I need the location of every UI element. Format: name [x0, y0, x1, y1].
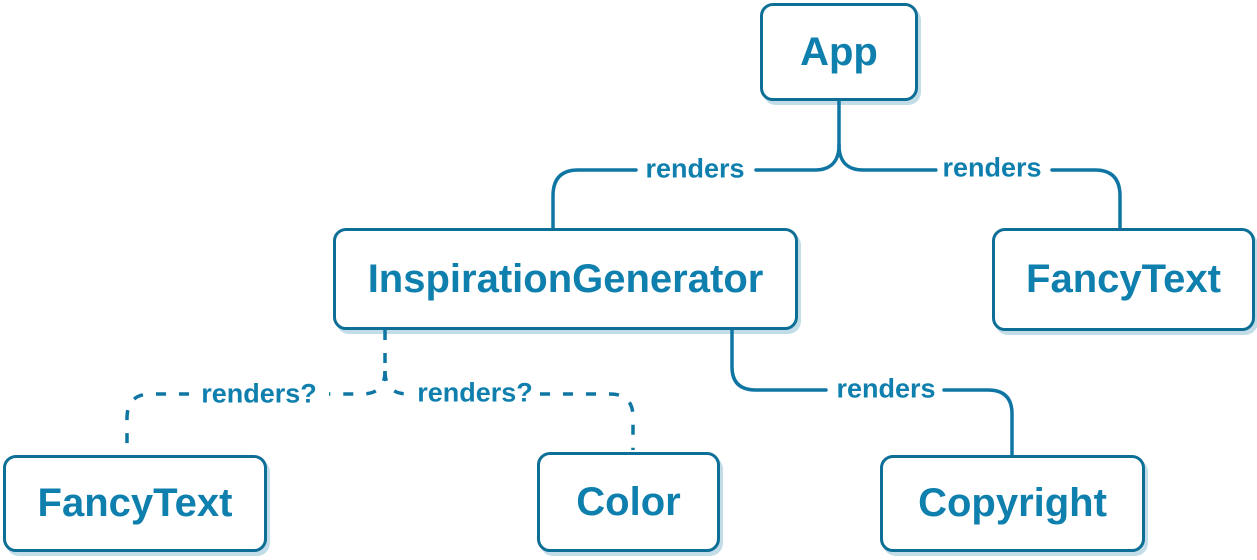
node-fancy-text-top-label: FancyText: [1026, 257, 1221, 301]
edge-inspirationgenerator-to-fancytext: [329, 370, 387, 396]
edge-app-to-fancytext: [837, 143, 938, 172]
node-inspiration-generator-label: InspirationGenerator: [367, 256, 764, 301]
edge-label-renders-color-optional: renders?: [412, 377, 538, 409]
edge-app-to-inspirationgenerator: [754, 143, 841, 172]
edge-app-to-fancytext-cont: [1050, 168, 1122, 230]
edge-inspirationgenerator-to-fancytext-cont: [125, 392, 189, 452]
node-app-label: App: [800, 29, 878, 74]
node-color-label: Color: [576, 479, 681, 524]
edge-inspirationgenerator-to-copyright: [730, 328, 828, 392]
node-fancy-text-bottom: FancyText: [3, 455, 267, 552]
edge-inspirationgenerator-to-color-cont: [540, 392, 635, 450]
edge-app-to-inspirationgenerator-cont: [551, 168, 638, 230]
edge-label-renders-fancytext: renders: [937, 152, 1047, 184]
edge-inspirationgenerator-to-color: [383, 370, 414, 396]
node-color: Color: [537, 452, 720, 552]
node-fancy-text-bottom-label: FancyText: [37, 481, 233, 525]
node-copyright-label: Copyright: [918, 481, 1107, 525]
node-app: App: [760, 3, 918, 101]
node-inspiration-generator: InspirationGenerator: [333, 228, 798, 330]
node-copyright: Copyright: [880, 455, 1145, 552]
edge-label-renders-fancytext-optional: renders?: [196, 378, 322, 410]
edge-inspirationgenerator-to-copyright-cont: [942, 388, 1014, 457]
edge-label-renders-inspirationgenerator: renders: [640, 153, 750, 185]
edge-label-renders-copyright: renders: [831, 373, 941, 405]
node-fancy-text-top: FancyText: [992, 228, 1255, 331]
